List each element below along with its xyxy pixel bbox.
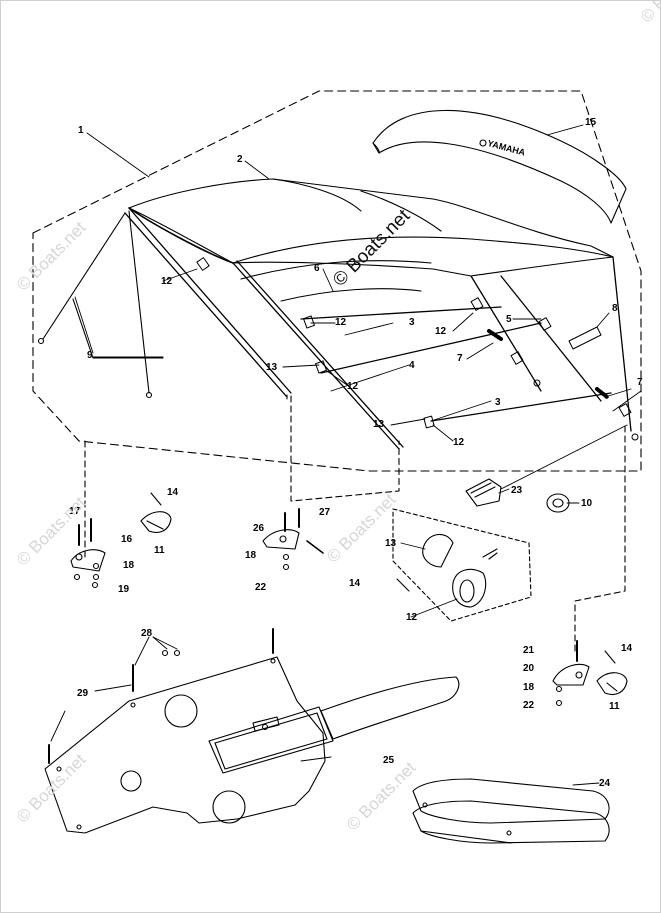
callout-15: 15 bbox=[585, 117, 597, 128]
callout-3: 3 bbox=[409, 317, 415, 328]
callout-26: 26 bbox=[253, 523, 265, 534]
callout-2: 2 bbox=[237, 154, 243, 165]
callout-25: 25 bbox=[383, 755, 395, 766]
callout-13: 13 bbox=[385, 538, 397, 549]
leader-lines bbox=[50, 124, 642, 786]
callout-12: 12 bbox=[435, 326, 447, 337]
callout-12: 12 bbox=[335, 317, 347, 328]
callout-21: 21 bbox=[523, 645, 535, 656]
callout-17: 17 bbox=[69, 506, 81, 517]
callout-7: 7 bbox=[457, 353, 463, 364]
callout-7: 7 bbox=[637, 377, 643, 388]
boot bbox=[546, 493, 570, 513]
callout-22: 22 bbox=[255, 582, 267, 593]
callout-14: 14 bbox=[167, 487, 179, 498]
callout-29: 29 bbox=[77, 688, 89, 699]
right-deck-mount bbox=[552, 640, 628, 707]
callout-12: 12 bbox=[406, 612, 418, 623]
frame-bows bbox=[124, 207, 632, 450]
callout-22: 22 bbox=[523, 700, 535, 711]
callout-18: 18 bbox=[523, 682, 535, 693]
callout-28: 28 bbox=[141, 628, 153, 639]
callout-23: 23 bbox=[511, 485, 523, 496]
callout-5: 5 bbox=[506, 314, 512, 325]
callout-14: 14 bbox=[621, 643, 633, 654]
callout-10: 10 bbox=[581, 498, 593, 509]
callout-12: 12 bbox=[453, 437, 465, 448]
callout-1: 1 bbox=[78, 125, 84, 136]
mount-leader-center bbox=[290, 395, 400, 502]
cover-panel bbox=[44, 628, 326, 834]
callout-14: 14 bbox=[349, 578, 361, 589]
mount-leader-right bbox=[574, 425, 626, 652]
callout-18: 18 bbox=[245, 550, 257, 561]
callout-16: 16 bbox=[121, 534, 133, 545]
callout-27: 27 bbox=[319, 507, 331, 518]
rear-straps bbox=[37, 210, 164, 399]
callout-20: 20 bbox=[523, 663, 535, 674]
callout-24: 24 bbox=[599, 778, 611, 789]
folded-cover bbox=[412, 778, 610, 844]
callout-13: 13 bbox=[373, 419, 385, 430]
callout-18: 18 bbox=[123, 560, 135, 571]
left-deck-mount bbox=[70, 492, 172, 589]
callout-3: 3 bbox=[495, 397, 501, 408]
callout-19: 19 bbox=[118, 584, 130, 595]
strap-clip bbox=[465, 478, 502, 507]
callout-4: 4 bbox=[409, 360, 415, 371]
tube-eye-detail bbox=[392, 508, 532, 622]
callout-9: 9 bbox=[87, 350, 93, 361]
callout-6: 6 bbox=[314, 263, 320, 274]
callout-12: 12 bbox=[161, 276, 173, 287]
callout-11: 11 bbox=[154, 545, 165, 556]
callout-8: 8 bbox=[612, 303, 618, 314]
storage-boot bbox=[208, 676, 460, 774]
callout-12: 12 bbox=[347, 381, 359, 392]
callout-11: 11 bbox=[609, 701, 620, 712]
fittings bbox=[196, 257, 639, 441]
yamaha-pad bbox=[372, 109, 627, 224]
callout-13: 13 bbox=[266, 362, 278, 373]
center-deck-mount bbox=[262, 508, 324, 571]
assembly-boundary bbox=[32, 90, 642, 472]
